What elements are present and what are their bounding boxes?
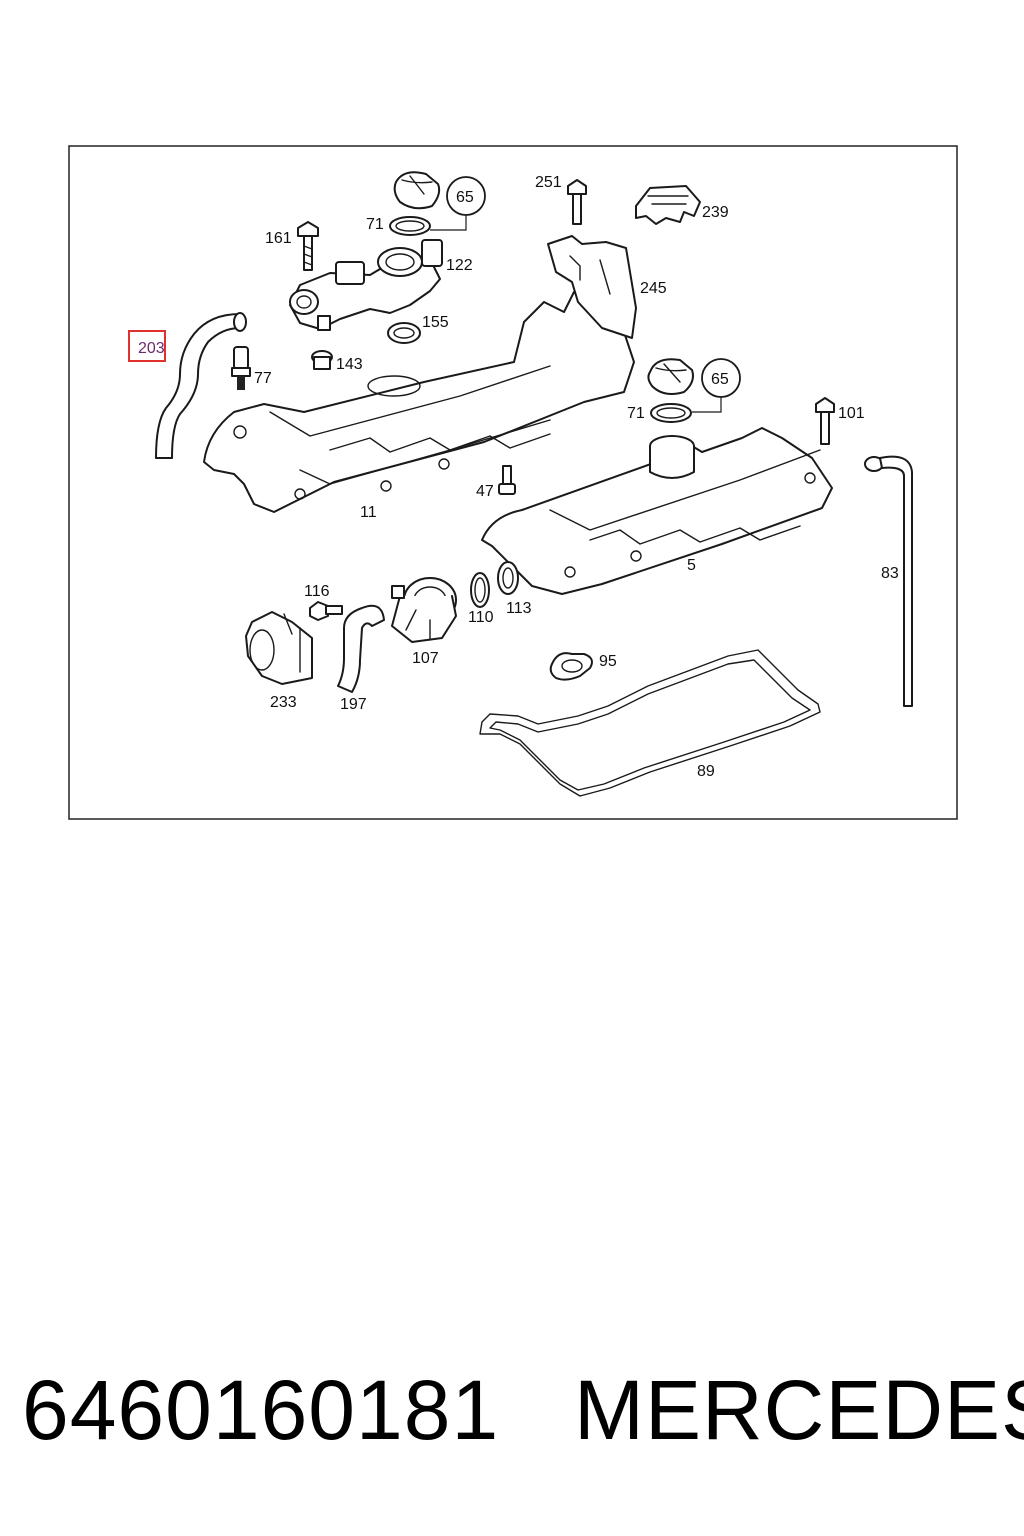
highlight-box-203 xyxy=(128,330,166,362)
label-65b: 65 xyxy=(711,371,729,388)
label-239: 239 xyxy=(702,204,729,221)
seal-ring-71b-inner xyxy=(656,407,686,419)
label-71a: 71 xyxy=(366,216,384,233)
breather-hose-203-end xyxy=(233,312,247,332)
diagram-frame xyxy=(68,145,958,820)
o-ring-155-inner xyxy=(393,327,415,339)
breather-hose-203 xyxy=(155,313,241,459)
label-83: 83 xyxy=(881,565,899,582)
label-95: 95 xyxy=(599,653,617,670)
oil-filler-cap-top xyxy=(393,171,441,210)
cylinder-head-cover-5 xyxy=(481,427,833,595)
seal-ring-71a xyxy=(389,216,431,236)
sensor-77 xyxy=(231,346,251,390)
oil-filler-cap-bottom xyxy=(647,358,694,395)
label-71b: 71 xyxy=(627,405,645,422)
label-77: 77 xyxy=(254,370,272,387)
bolt-47 xyxy=(498,465,516,495)
seal-113 xyxy=(497,561,519,595)
label-89: 89 xyxy=(697,763,715,780)
oil-separator-housing-122 xyxy=(289,239,443,331)
o-ring-110-inner xyxy=(474,577,486,603)
seal-ring-71a-inner xyxy=(395,220,425,232)
label-161: 161 xyxy=(265,230,292,247)
gasket-95 xyxy=(549,652,593,681)
o-ring-155 xyxy=(387,322,421,344)
seal-113-inner xyxy=(502,567,514,589)
seal-ring-71b xyxy=(650,403,692,423)
label-197: 197 xyxy=(340,696,367,713)
bracket-245 xyxy=(547,235,637,339)
label-110: 110 xyxy=(468,609,494,626)
label-113: 113 xyxy=(506,600,532,617)
cover-233 xyxy=(245,611,313,685)
label-47: 47 xyxy=(476,483,494,500)
parts-diagram: 65 71 161 122 155 203 77 143 xyxy=(68,145,958,820)
gasket-89 xyxy=(479,649,821,797)
cylinder-head-cover-11 xyxy=(203,291,635,513)
label-101: 101 xyxy=(838,405,865,422)
clip-239 xyxy=(635,185,701,225)
label-107: 107 xyxy=(412,650,439,667)
valve-107 xyxy=(391,577,457,643)
bolt-116 xyxy=(309,601,343,621)
label-65a: 65 xyxy=(456,189,474,206)
label-11: 11 xyxy=(360,504,377,521)
leader-65b xyxy=(692,397,722,413)
plug-143 xyxy=(311,350,333,370)
label-251: 251 xyxy=(535,174,562,191)
footer: 6460160181 MERCEDES xyxy=(0,1360,1024,1490)
bolt-161 xyxy=(297,221,319,271)
label-122: 122 xyxy=(446,257,473,274)
label-143: 143 xyxy=(336,356,363,373)
vent-tube-83 xyxy=(864,455,913,707)
o-ring-110 xyxy=(470,572,490,608)
label-203: 203 xyxy=(138,340,165,357)
label-245: 245 xyxy=(640,280,667,297)
part-number: 6460160181 xyxy=(22,1363,500,1457)
leader-65a xyxy=(430,215,467,231)
bolt-251 xyxy=(567,179,587,225)
hose-197 xyxy=(337,604,385,693)
brand-name: MERCEDES xyxy=(574,1363,1024,1457)
bolt-101 xyxy=(815,397,835,445)
label-233: 233 xyxy=(270,694,297,711)
label-116: 116 xyxy=(304,583,330,600)
label-155: 155 xyxy=(422,314,449,331)
label-5: 5 xyxy=(687,557,696,574)
